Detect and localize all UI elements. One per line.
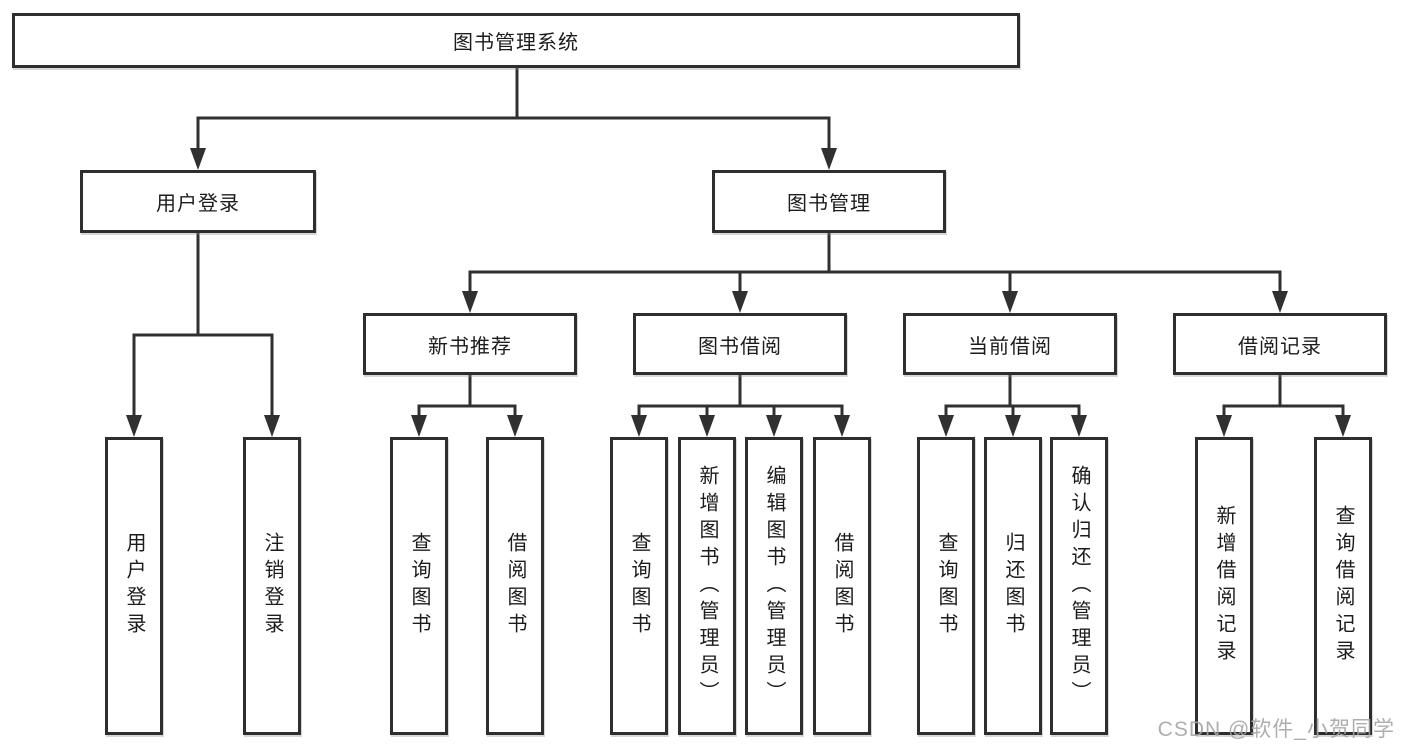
- node-label: 当前借阅: [968, 335, 1052, 358]
- node-label: 新增借阅记录: [1213, 505, 1235, 667]
- leaf-add-borrow-record: 新增借阅记录: [1195, 437, 1253, 735]
- node-current-borrow: 当前借阅: [903, 313, 1117, 375]
- leaf-borrow-book: 借阅图书: [813, 437, 871, 735]
- node-label: 图书借阅: [698, 335, 782, 358]
- node-label: 查询借阅记录: [1332, 505, 1354, 667]
- csdn-watermark: CSDN @软件_小贺同学: [1157, 718, 1395, 741]
- node-book-management: 图书管理: [712, 170, 946, 233]
- node-label: 确认归还（管理员）: [1068, 464, 1090, 708]
- node-label: 图书管理系统: [453, 32, 579, 54]
- node-label: 借阅图书: [504, 532, 526, 640]
- leaf-add-book-admin: 新增图书（管理员）: [678, 437, 736, 735]
- connector-new-book-recommend: [411, 373, 523, 437]
- node-label: 注销登录: [261, 532, 283, 640]
- node-label: 编辑图书（管理员）: [763, 464, 785, 708]
- node-label: 借阅图书: [831, 532, 853, 640]
- connector-root: [190, 66, 837, 170]
- node-library-management-system: 图书管理系统: [12, 13, 1020, 68]
- leaf-edit-book-admin: 编辑图书（管理员）: [745, 437, 803, 735]
- node-label: 图书管理: [787, 193, 871, 215]
- leaf-query-borrow-record: 查询借阅记录: [1314, 437, 1372, 735]
- node-label: 新书推荐: [428, 335, 512, 358]
- leaf-borrow-book-recommend: 借阅图书: [486, 437, 544, 735]
- leaf-return-book: 归还图书: [984, 437, 1042, 735]
- leaf-confirm-return-admin: 确认归还（管理员）: [1050, 437, 1108, 735]
- node-label: 新增图书（管理员）: [696, 464, 718, 708]
- node-label: 用户登录: [123, 532, 145, 640]
- connector-current-borrow: [938, 373, 1087, 437]
- leaf-query-book-current: 查询图书: [917, 437, 975, 735]
- node-label: 查询图书: [935, 532, 957, 640]
- node-new-book-recommend: 新书推荐: [363, 313, 577, 375]
- connector-user-login: [126, 231, 280, 437]
- node-borrow-record: 借阅记录: [1173, 313, 1387, 375]
- connector-book-management: [462, 231, 1288, 313]
- node-label: 用户登录: [156, 193, 240, 215]
- node-label: 归还图书: [1002, 532, 1024, 640]
- leaf-logout: 注销登录: [243, 437, 301, 735]
- node-label: 查询图书: [408, 532, 430, 640]
- leaf-query-book-borrow: 查询图书: [610, 437, 668, 735]
- node-label: 查询图书: [628, 532, 650, 640]
- leaf-query-book-recommend: 查询图书: [390, 437, 448, 735]
- connector-borrow-record: [1216, 373, 1351, 437]
- node-book-borrow: 图书借阅: [633, 313, 847, 375]
- connector-book-borrow: [631, 373, 850, 437]
- node-user-login: 用户登录: [80, 170, 316, 233]
- node-label: 借阅记录: [1238, 335, 1322, 358]
- leaf-user-login: 用户登录: [105, 437, 163, 735]
